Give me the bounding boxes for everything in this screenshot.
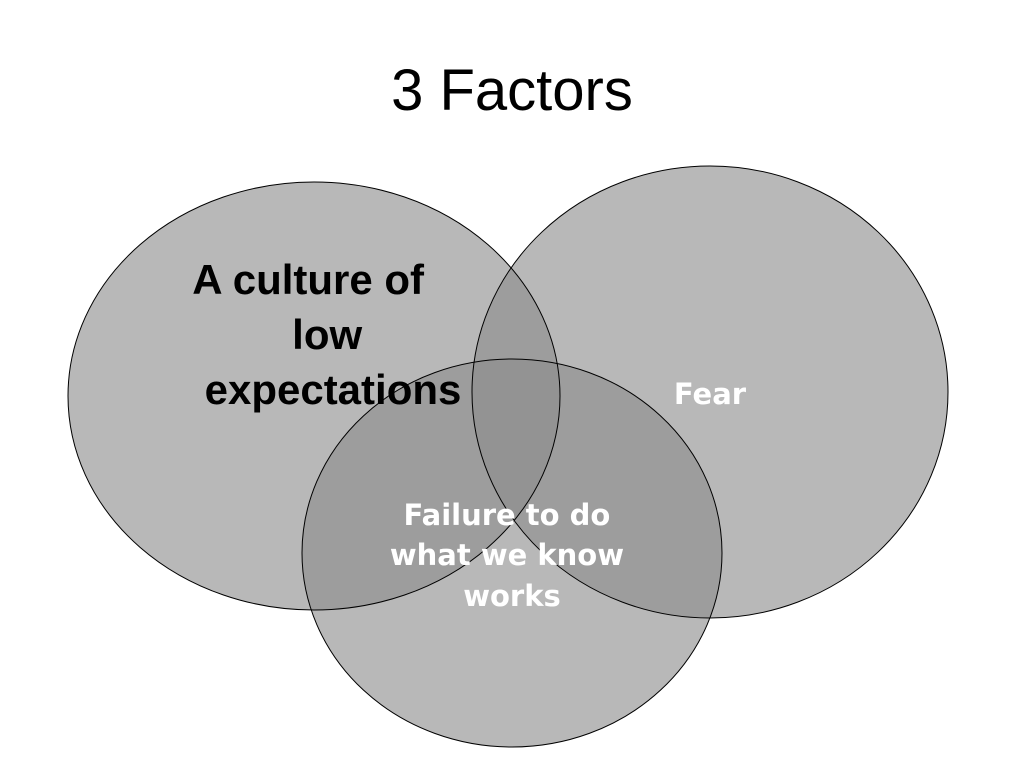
slide-title: 3 Factors [391, 58, 633, 123]
venn-label-failure: Failure to do what we know works [390, 498, 634, 613]
venn-label-culture-line: A culture of [192, 256, 425, 303]
venn-label-failure-line: Failure to do [404, 498, 611, 532]
venn-label-failure-line: works [463, 579, 561, 613]
venn-label-culture-line: expectations [205, 366, 462, 413]
venn-label-culture: A culture of low expectations [192, 256, 461, 413]
venn-circle-culture-outline [67, 181, 561, 611]
venn-circle-failure-outline [301, 358, 723, 748]
venn-circle-failure [302, 359, 722, 747]
venn-label-fear: Fear [674, 377, 747, 411]
venn-label-fear-line: Fear [674, 377, 747, 411]
venn-label-culture-line: low [292, 311, 362, 358]
venn-label-failure-line: what we know [390, 538, 624, 572]
